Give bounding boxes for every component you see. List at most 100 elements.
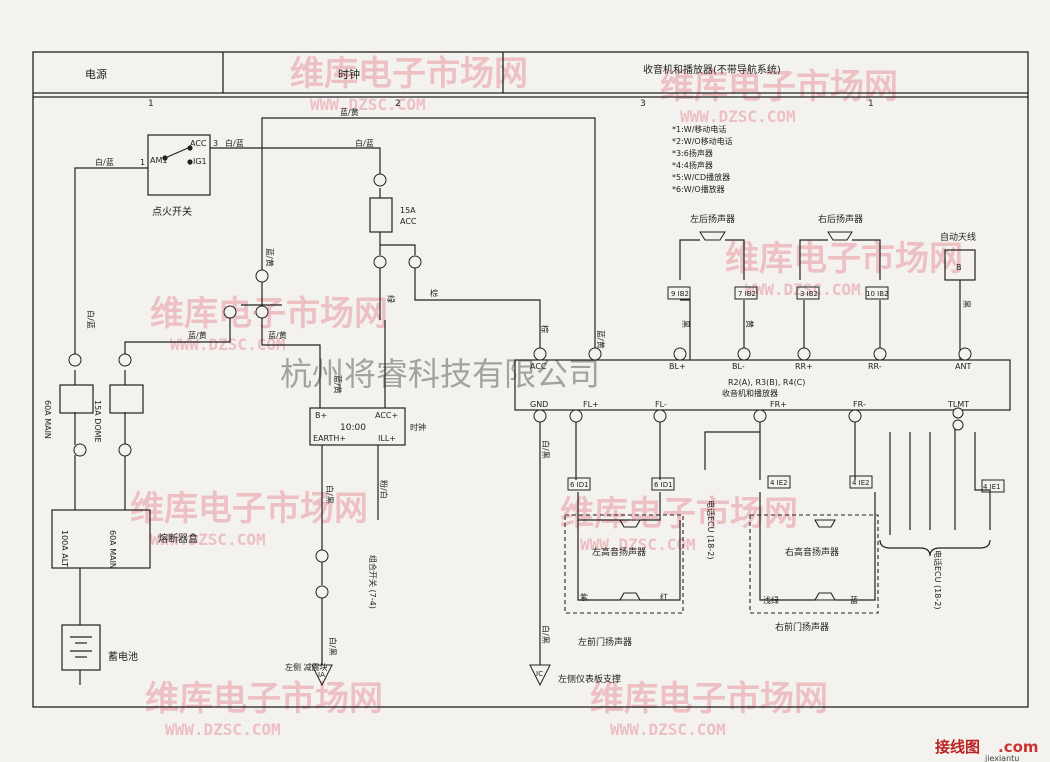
ignition-pin-1: 1: [140, 158, 145, 167]
antenna-box: [944, 249, 976, 281]
ignition-pin-ig1: IG1: [193, 157, 207, 166]
svg-text:白/蓝: 白/蓝: [86, 310, 96, 329]
watermark-brand: 维库电子市场网: [725, 239, 963, 279]
radio-acc: ACC: [530, 362, 547, 371]
clock-box: [309, 407, 406, 446]
watermark-brand: 维库电子市场网: [130, 489, 368, 529]
watermark-brand: 维库电子市场网: [145, 679, 383, 719]
note-item: *3:6扬声器: [672, 148, 713, 158]
ground-ic-label: 左侧仪表板支撑: [558, 673, 621, 685]
front-speaker-boxes: [564, 514, 879, 614]
watermark-layer: 维库电子市场网 WWW.DZSC.COM 维库电子市场网 WWW.DZSC.CO…: [130, 54, 963, 739]
footer-url: .com: [998, 738, 1039, 756]
svg-text:4 IE2: 4 IE2: [852, 479, 870, 487]
svg-text:4 IE1: 4 IE1: [983, 483, 1001, 491]
note-item: *5:W/CD播放器: [672, 172, 730, 182]
header-section-power: 电源: [85, 67, 107, 81]
svg-text:绿: 绿: [386, 295, 395, 303]
fusebox-label: 熔断器盒: [158, 532, 198, 545]
radio-codes: R2(A), R3(B), R4(C): [728, 378, 805, 387]
right-rear-speaker-symbol: [827, 231, 853, 241]
watermark-url: WWW.DZSC.COM: [610, 720, 726, 739]
svg-text:黄: 黄: [745, 320, 755, 328]
ignition-pin-am1: AM1: [150, 156, 167, 165]
antenna-label: 自动天线: [940, 231, 976, 243]
radio-tlmt: TLMT: [947, 400, 969, 409]
clock-label: 时钟: [410, 422, 426, 432]
header-num: 1: [868, 99, 874, 109]
ground-ic: IC: [536, 670, 543, 678]
svg-text:6 ID1: 6 ID1: [570, 481, 589, 489]
fusebox-f1: 100A ALT: [60, 530, 69, 567]
svg-text:白/蓝: 白/蓝: [355, 138, 374, 148]
svg-text:白/黑: 白/黑: [541, 625, 551, 644]
ecu2-label: 电话ECU (18-2): [933, 550, 943, 609]
svg-text:红: 红: [660, 592, 668, 602]
note-item: *6:W/O播放器: [672, 184, 725, 194]
footer-sub: jiexiantu: [984, 754, 1019, 762]
clock-ill: ILL+: [378, 434, 396, 443]
svg-text:棕: 棕: [540, 325, 550, 333]
watermark-url: WWW.DZSC.COM: [150, 530, 266, 549]
svg-text:蓝/黄: 蓝/黄: [265, 248, 275, 267]
ignition-pin-3: 3: [213, 139, 218, 148]
radio-ant: ANT: [955, 362, 971, 371]
fusebox-f2: 60A MAIN: [108, 530, 117, 569]
note-item: *2:W/O移动电话: [672, 136, 733, 146]
radio-name: 收音机和播放器: [722, 388, 778, 398]
ignition-switch: [147, 134, 211, 196]
watermark-brand: 维库电子市场网: [290, 54, 528, 94]
watermark-brand: 维库电子市场网: [150, 294, 388, 334]
clock-b-plus: B+: [315, 411, 327, 420]
left-rear-speaker-label: 左后扬声器: [690, 213, 735, 225]
ignition-switch-label: 点火开关: [152, 205, 192, 218]
header-num: 2: [395, 99, 401, 109]
svg-text:蓝: 蓝: [850, 595, 858, 605]
radio-fl-minus: FL-: [655, 400, 667, 409]
battery-label: 蓄电池: [108, 650, 138, 663]
svg-text:白/蓝: 白/蓝: [95, 157, 114, 167]
ground-ia: IA: [318, 671, 325, 679]
watermark-brand: 维库电子市场网: [560, 494, 798, 534]
connector-labels: 9 IB2 7 IB2 3 IB2 10 IB2 6 ID1 6 ID1 4 I…: [570, 290, 1001, 491]
watermark-url: WWW.DZSC.COM: [310, 95, 426, 114]
combo-switch-label: 组合开关 (7-4): [368, 555, 378, 609]
watermark-url: WWW.DZSC.COM: [170, 335, 286, 354]
radio-fr-plus: FR+: [770, 400, 787, 409]
clock-earth: EARTH+: [313, 434, 346, 443]
watermark-brand: 维库电子市场网: [660, 67, 898, 107]
fuse-60a: [51, 384, 151, 671]
svg-text:4 IE2: 4 IE2: [770, 479, 788, 487]
svg-text:7 IB2: 7 IB2: [738, 290, 756, 298]
note-item: *4:4扬声器: [672, 160, 713, 170]
clock-acc-plus: ACC+: [375, 411, 398, 420]
connector-boxes: [567, 286, 1005, 493]
svg-text:白/黑: 白/黑: [325, 485, 335, 504]
left-tweeter-label: 左高音扬声器: [592, 546, 646, 558]
note-item: *1:W/移动电话: [672, 124, 726, 134]
svg-text:粉/白: 粉/白: [379, 480, 389, 499]
frame: [32, 51, 1029, 708]
svg-text:蓝/黄: 蓝/黄: [188, 330, 207, 340]
fuse-60a-main-label: 60A MAIN: [43, 400, 52, 439]
ground-ia-symbol: [311, 664, 333, 687]
watermark-brand: 维库电子市场网: [590, 679, 828, 719]
svg-text:蓝/黄: 蓝/黄: [268, 330, 287, 340]
watermark-url: WWW.DZSC.COM: [680, 107, 796, 126]
watermark-url: WWW.DZSC.COM: [580, 535, 696, 554]
svg-text:3 IB2: 3 IB2: [800, 290, 818, 298]
header-num: 1: [148, 99, 154, 109]
right-front-speaker-label: 右前门扬声器: [775, 621, 829, 633]
svg-text:黑: 黑: [681, 320, 690, 328]
left-front-speaker-label: 左前门扬声器: [578, 636, 632, 648]
fuse-15a-acc-amp: 15A: [400, 206, 416, 215]
header-num: 3: [640, 99, 646, 109]
svg-text:白/蓝: 白/蓝: [225, 138, 244, 148]
svg-text:9 IB2: 9 IB2: [671, 290, 689, 298]
left-rear-speaker-symbol: [699, 231, 726, 241]
svg-text:白/黑: 白/黑: [328, 637, 338, 656]
radio-fl-plus: FL+: [583, 400, 599, 409]
radio-bl-plus: BL+: [669, 362, 686, 371]
svg-text:白/黑: 白/黑: [541, 440, 551, 459]
